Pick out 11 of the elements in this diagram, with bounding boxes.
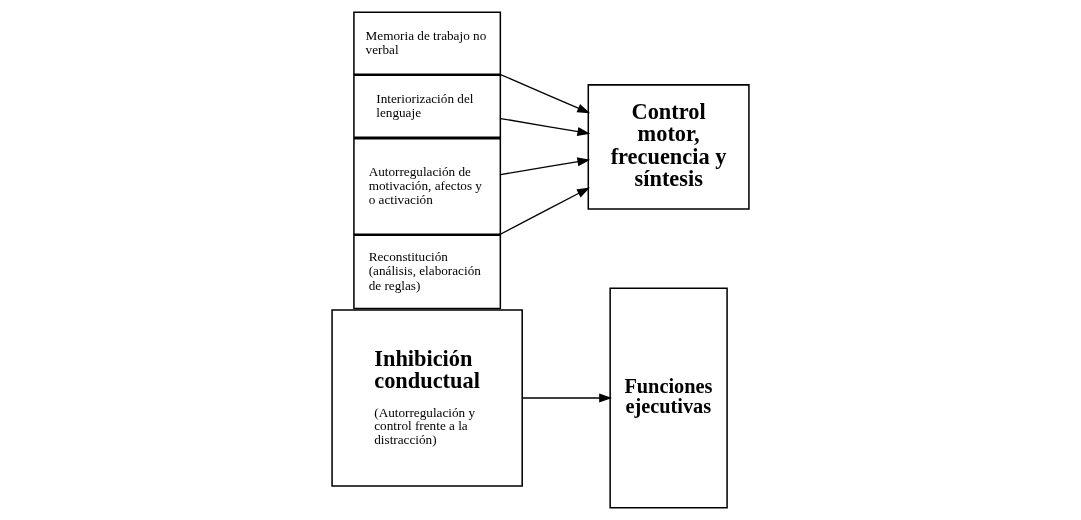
node-box: Funciones ejecutivas <box>609 287 728 509</box>
arrow <box>499 157 591 176</box>
arrow <box>499 73 591 114</box>
node-box: Inhibición conductual (Autorregulación y control frente a la distracción) <box>331 309 523 487</box>
node-box: Memoria de trabajo no verbal <box>353 11 502 75</box>
node-box: Control motor, frecuencia y síntesis <box>587 84 750 210</box>
arrow <box>499 117 591 136</box>
node-box: Reconstitución (análisis, elaboración de reglas) <box>353 234 502 310</box>
node-box: Autorregulación de motivación, afectos y o activación <box>353 138 502 236</box>
arrow <box>521 393 612 403</box>
node-box: Interiorización del lenguaje <box>353 74 502 138</box>
